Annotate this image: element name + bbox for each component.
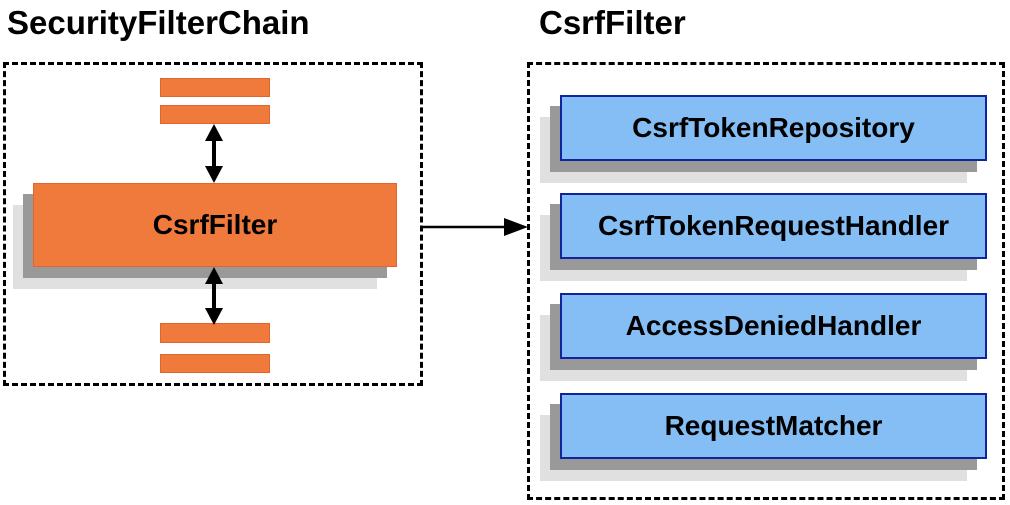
flow-arrow-to-components-icon [423,218,528,236]
component-label: CsrfTokenRepository [632,112,915,143]
security-filter-chain-container [3,62,423,386]
component-box-request-matcher: RequestMatcher [560,393,987,459]
filter-placeholder-bar-bottom-2 [160,354,270,373]
component-box-csrf-token-request-handler: CsrfTokenRequestHandler [560,193,987,259]
filter-placeholder-bar-bottom-1 [160,323,270,343]
component-label: CsrfTokenRequestHandler [597,210,950,241]
csrf-filter-container [527,62,1005,500]
component-box-csrf-token-repository: CsrfTokenRepository [560,95,987,161]
component-label: AccessDeniedHandler [625,310,922,341]
csrf-filter-title: CsrfFilter [539,4,686,41]
csrf-filter-box: CsrfFilter [33,183,397,267]
filter-placeholder-bar-top-2 [160,105,270,124]
component-label: RequestMatcher [664,410,883,441]
filter-placeholder-bar-top-1 [160,78,270,97]
security-filter-chain-title: SecurityFilterChain [7,4,310,41]
component-box-access-denied-handler: AccessDeniedHandler [560,293,987,359]
csrf-filter-box-label: CsrfFilter [152,209,278,240]
